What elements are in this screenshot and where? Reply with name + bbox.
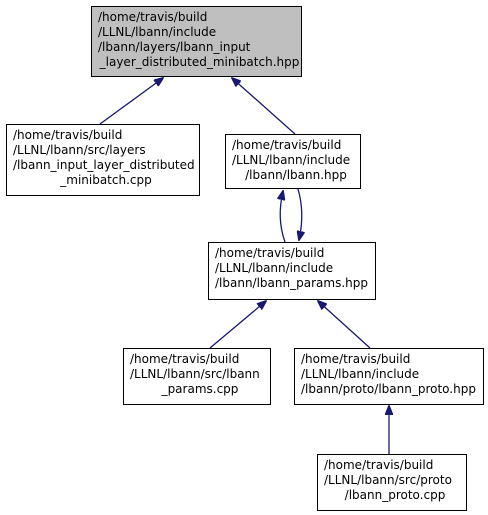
node-params-hpp[interactable]: /home/travis/build /LLNL/lbann/include /…: [208, 242, 376, 300]
node-root-line-2: /LLNL/lbann/include: [98, 25, 217, 39]
node-lbann-hpp[interactable]: /home/travis/build /LLNL/lbann/include /…: [225, 134, 361, 189]
node-params-cpp-line-3: _params.cpp: [161, 382, 239, 396]
node-root-line-4: _layer_distributed_minibatch.hpp: [99, 55, 300, 69]
node-params-hpp-line-2: /LLNL/lbann/include: [215, 261, 334, 275]
node-proto-cpp-line-2: /LLNL/lbann/src/proto: [324, 473, 452, 487]
node-src-layer-cpp[interactable]: /home/travis/build /LLNL/lbann/src/layer…: [6, 124, 200, 196]
node-proto-cpp-line-1: /home/travis/build: [324, 458, 434, 472]
node-proto-cpp-line-3: /lbann_proto.cpp: [344, 488, 446, 502]
edge-params-cpp-to-params-hpp: [209, 301, 266, 349]
node-params-hpp-line-1: /home/travis/build: [215, 246, 325, 260]
node-lbann-hpp-line-1: /home/travis/build: [232, 138, 342, 152]
node-proto-cpp[interactable]: /home/travis/build /LLNL/lbann/src/proto…: [317, 454, 467, 511]
edge-params-hpp-to-lbann-hpp: [280, 191, 286, 243]
node-lbann-hpp-line-3: /lbann/lbann.hpp: [245, 168, 347, 182]
node-src-layer-cpp-line-3: /lbann_input_layer_distributed: [13, 158, 195, 172]
node-params-cpp-line-2: /LLNL/lbann/src/lbann: [130, 367, 260, 381]
node-root-line-1: /home/travis/build: [98, 10, 208, 24]
node-lbann-hpp-line-2: /LLNL/lbann/include: [232, 153, 351, 167]
node-proto-hpp[interactable]: /home/travis/build /LLNL/lbann/include /…: [294, 348, 484, 405]
node-src-layer-cpp-line-2: /LLNL/lbann/src/layers: [13, 143, 146, 157]
node-params-cpp[interactable]: /home/travis/build /LLNL/lbann/src/lbann…: [123, 348, 271, 405]
edge-proto-hpp-to-params-hpp: [318, 301, 371, 349]
edge-lbann-hpp-to-params-hpp: [298, 188, 302, 240]
node-params-hpp-line-3: /lbann/lbann_params.hpp: [215, 276, 368, 290]
node-root-header[interactable]: /home/travis/build /LLNL/lbann/include /…: [91, 6, 302, 77]
node-src-layer-cpp-line-1: /home/travis/build: [13, 128, 123, 142]
node-proto-hpp-line-1: /home/travis/build: [301, 352, 411, 366]
node-params-cpp-line-1: /home/travis/build: [130, 352, 240, 366]
edge-src-layer-cpp-to-root: [99, 78, 163, 125]
edge-lbann-hpp-to-root: [232, 78, 296, 135]
node-root-line-3: /lbann/layers/lbann_input: [98, 40, 251, 54]
node-proto-hpp-line-3: /lbann/proto/lbann_proto.hpp: [301, 382, 476, 396]
node-proto-hpp-line-2: /LLNL/lbann/include: [301, 367, 420, 381]
node-src-layer-cpp-line-4: _minibatch.cpp: [60, 173, 152, 187]
